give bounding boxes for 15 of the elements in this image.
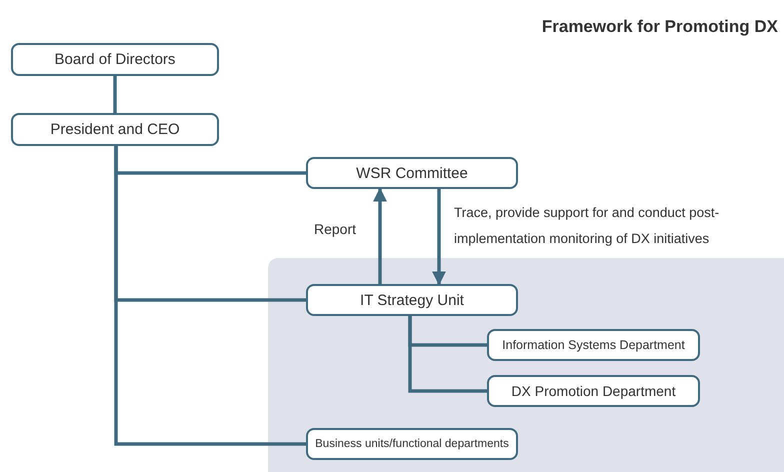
- background-panel: [268, 258, 784, 472]
- org-box: President and CEO: [11, 113, 219, 146]
- org-box: Business units/functional departments: [306, 428, 518, 460]
- connector-line: [408, 316, 487, 393]
- org-box: Information Systems Department: [487, 329, 700, 361]
- diagram-title: Framework for Promoting DX: [542, 17, 778, 37]
- edge-label: Trace, provide support for and conduct post-implementation monitoring of DX initiatives: [453, 204, 720, 248]
- org-box: IT Strategy Unit: [306, 284, 518, 316]
- arrow: [432, 189, 446, 286]
- org-box: Board of Directors: [11, 43, 219, 76]
- connector-line: [114, 146, 306, 446]
- org-box: DX Promotion Department: [487, 375, 700, 407]
- org-box: WSR Committee: [306, 157, 518, 189]
- arrow: [373, 188, 387, 284]
- connector-line: [113, 76, 117, 113]
